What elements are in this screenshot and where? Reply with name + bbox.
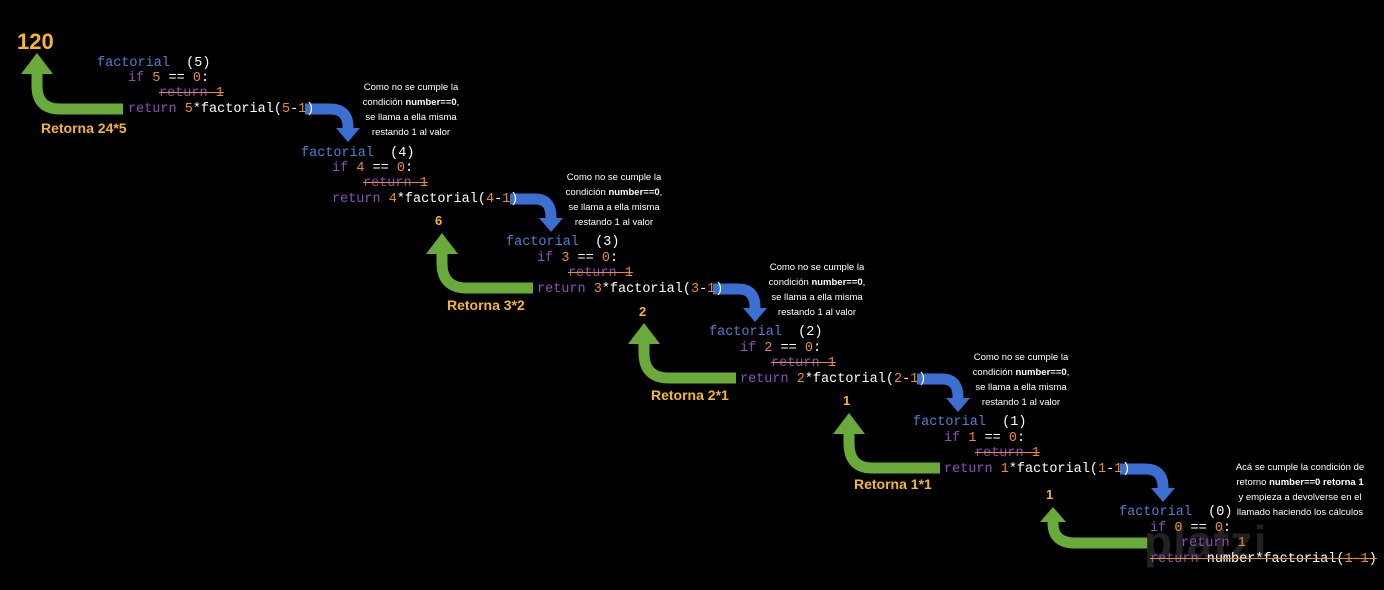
call-arrow-4 [510, 193, 557, 223]
call-arrowhead-5 [336, 128, 360, 142]
call-factorial-2: factorial (2) [709, 325, 823, 340]
return-1-struck-2: return 1 [771, 356, 836, 371]
return-arrowhead-3 [426, 233, 458, 254]
return-arrowhead-1 [833, 413, 865, 434]
call-factorial-4: factorial (4) [301, 146, 415, 161]
return-arrow-5 [31, 72, 123, 115]
return-arrowhead-0 [1040, 507, 1066, 522]
if-line-0: if 0 == 0: [1150, 521, 1232, 536]
if-line-3: if 3 == 0: [537, 251, 619, 266]
return-recursive-5: return 5*factorial(5-1) [128, 102, 315, 117]
call-arrow-5 [305, 103, 354, 133]
retorna-label-1: Retorna 1*1 [854, 476, 932, 492]
return-1-struck-5: return 1 [159, 86, 224, 101]
call-factorial-3: factorial (3) [506, 235, 620, 250]
return-arrow-1 [843, 432, 940, 474]
retorna-label-2: Retorna 2*1 [651, 387, 729, 403]
retorna-label-5: Retorna 24*5 [41, 120, 127, 136]
call-arrowhead-2 [946, 398, 970, 412]
if-line-1: if 1 == 0: [944, 431, 1026, 446]
retorna-label-3: Retorna 3*2 [447, 297, 525, 313]
call-arrowhead-3 [743, 308, 767, 322]
return-recursive-3: return 3*factorial(3-1) [537, 282, 724, 297]
final-result: 120 [17, 29, 54, 54]
call-factorial-1: factorial (1) [913, 415, 1027, 430]
return-recursive-2: return 2*factorial(2-1) [740, 372, 927, 387]
call-factorial-0: factorial (0) [1119, 505, 1233, 520]
if-line-4: if 4 == 0: [332, 161, 414, 176]
call-arrowhead-4 [539, 218, 563, 232]
call-arrow-2 [917, 373, 964, 403]
call-arrow-3 [713, 283, 761, 313]
return-1-struck-3: return 1 [568, 266, 633, 281]
if-line-2: if 2 == 0: [740, 341, 822, 356]
return-arrowhead-5 [21, 53, 53, 74]
value-1a: 1 [843, 393, 851, 408]
return-1-struck-1: return 1 [975, 446, 1040, 461]
platzi-watermark: platzi [1144, 516, 1268, 568]
return-arrow-0 [1047, 517, 1148, 549]
return-arrow-2 [638, 342, 736, 384]
return-recursive-1: return 1*factorial(1-1) [944, 462, 1131, 477]
call-arrow-1 [1120, 463, 1169, 493]
call-factorial-5: factorial (5) [97, 56, 211, 71]
call-arrowhead-1 [1151, 488, 1175, 502]
return-recursive-4: return 4*factorial(4-1) [332, 192, 519, 207]
return-1-base: return 1 [1181, 536, 1246, 551]
return-recursive-struck-0: return number*factorial(1-1) [1150, 552, 1377, 567]
return-1-struck-4: return 1 [363, 176, 428, 191]
return-arrow-3 [436, 252, 533, 294]
value-1b: 1 [1046, 487, 1054, 502]
value-6: 6 [435, 213, 443, 228]
if-line-5: if 5 == 0: [128, 71, 210, 86]
value-2: 2 [639, 304, 647, 319]
return-arrowhead-2 [628, 323, 660, 344]
